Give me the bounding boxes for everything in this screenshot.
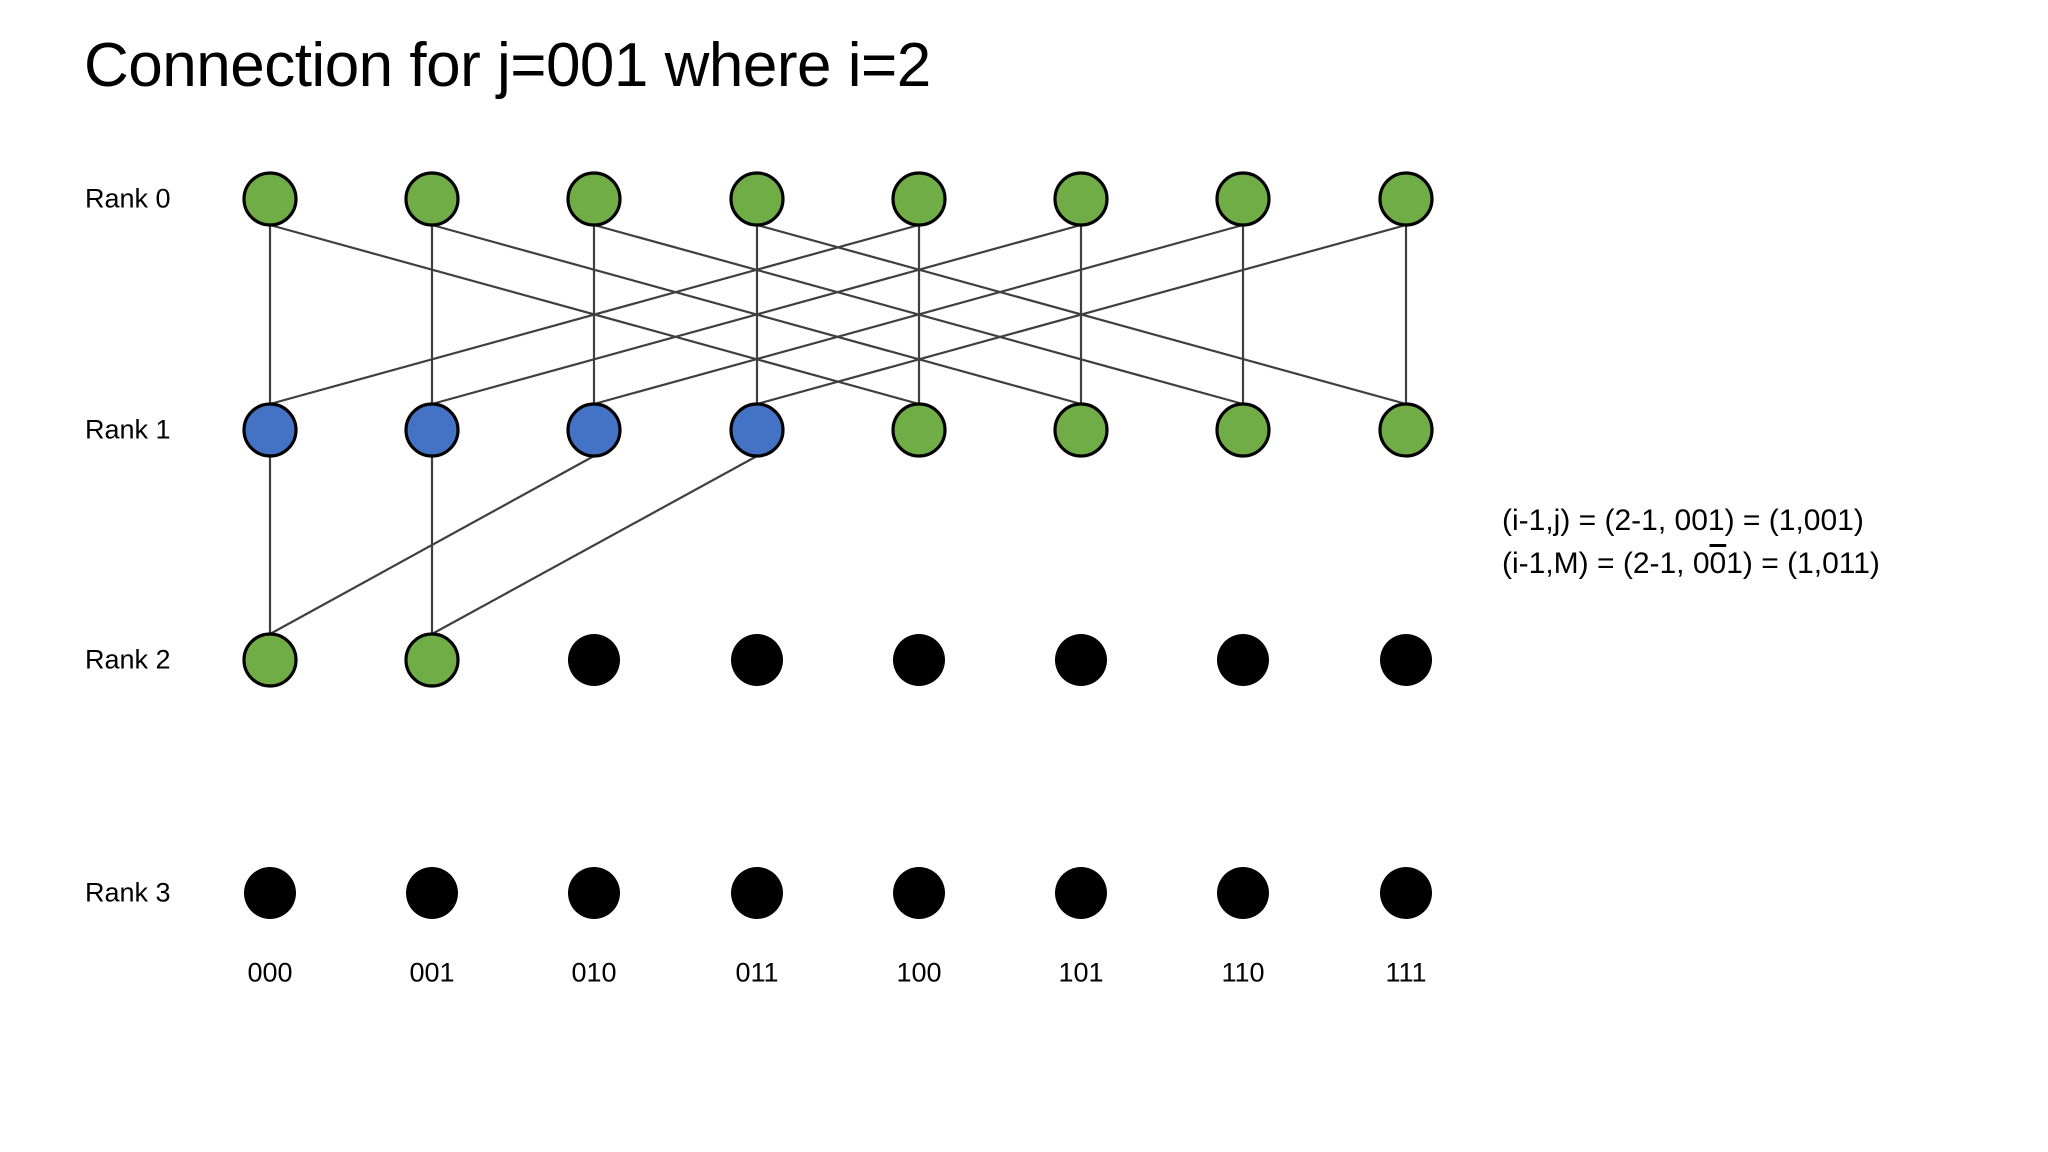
annotation-line-2-prefix: (i-1,M) = (2-1, 0 — [1502, 546, 1710, 580]
node-rank3-000-black[interactable] — [244, 867, 296, 919]
node-rank1-110-green[interactable] — [1215, 402, 1271, 458]
annotation-line-1: (i-1,j) = (2-1, 001) = (1,001) — [1502, 504, 1864, 537]
node-rank3-111-black[interactable] — [1380, 867, 1432, 919]
rank-label-1: Rank 1 — [85, 414, 171, 445]
rank-label-0: Rank 0 — [85, 183, 171, 214]
page-title: Connection for j=001 where i=2 — [84, 31, 931, 100]
node-rank0-111-green[interactable] — [1378, 171, 1434, 227]
node-rank2-000-green[interactable] — [242, 632, 298, 688]
node-rank2-011-black[interactable] — [731, 634, 783, 686]
column-label-110: 110 — [1221, 957, 1265, 988]
node-rank2-101-black[interactable] — [1055, 634, 1107, 686]
node-rank1-100-green[interactable] — [891, 402, 947, 458]
node-rank1-001-blue[interactable] — [404, 402, 460, 458]
node-rank1-000-blue[interactable] — [242, 402, 298, 458]
annotation-line-2-suffix: 1) = (1,011) — [1726, 546, 1880, 580]
node-rank0-100-green[interactable] — [891, 171, 947, 227]
node-rank1-111-green[interactable] — [1378, 402, 1434, 458]
node-rank3-001-black[interactable] — [406, 867, 458, 919]
node-rank3-110-black[interactable] — [1217, 867, 1269, 919]
node-rank2-110-black[interactable] — [1217, 634, 1269, 686]
node-rank1-010-blue[interactable] — [566, 402, 622, 458]
node-rank2-111-black[interactable] — [1380, 634, 1432, 686]
edge-layer — [268, 223, 1408, 635]
node-rank3-010-black[interactable] — [568, 867, 620, 919]
column-label-101: 101 — [1058, 957, 1104, 988]
column-label-001: 001 — [409, 957, 455, 988]
column-label-111: 111 — [1385, 957, 1427, 988]
node-rank3-011-black[interactable] — [731, 867, 783, 919]
edge-rank0-rank1-diagonal-6-2 — [593, 223, 1244, 406]
edge-rank0-rank1-diagonal-5-1 — [431, 223, 1082, 406]
rank-label-3: Rank 3 — [85, 877, 171, 908]
formula-annotations: (i-1,j) = (2-1, 001) = (1,001) (i-1,M) =… — [1502, 500, 1880, 585]
annotation-line-2-overbar-digit: 0 — [1709, 546, 1727, 580]
node-rank0-000-green[interactable] — [242, 171, 298, 227]
annotation-line-2: (i-1,M) = (2-1, 001) = (1,011) — [1502, 543, 1880, 586]
node-rank1-011-blue[interactable] — [729, 402, 785, 458]
edge-rank0-rank1-diagonal-4-0 — [269, 223, 920, 406]
edge-rank1-rank2-diagonal-2-0 — [269, 455, 595, 635]
edge-rank1-rank2-diagonal-3-1 — [431, 455, 758, 635]
column-label-100: 100 — [896, 957, 942, 988]
node-rank0-001-green[interactable] — [404, 171, 460, 227]
node-rank3-101-black[interactable] — [1055, 867, 1107, 919]
node-rank2-010-black[interactable] — [568, 634, 620, 686]
column-label-011: 011 — [735, 957, 779, 988]
node-rank0-010-green[interactable] — [566, 171, 622, 227]
column-label-000: 000 — [247, 957, 293, 988]
node-rank3-100-black[interactable] — [893, 867, 945, 919]
node-rank1-101-green[interactable] — [1053, 402, 1109, 458]
node-rank2-100-black[interactable] — [893, 634, 945, 686]
node-rank0-011-green[interactable] — [729, 171, 785, 227]
node-rank2-001-green[interactable] — [404, 632, 460, 688]
column-label-010: 010 — [571, 957, 617, 988]
node-rank0-101-green[interactable] — [1053, 171, 1109, 227]
edge-rank0-rank1-diagonal-7-3 — [756, 223, 1407, 406]
node-layer — [242, 171, 1434, 919]
rank-label-2: Rank 2 — [85, 644, 171, 675]
node-rank0-110-green[interactable] — [1215, 171, 1271, 227]
